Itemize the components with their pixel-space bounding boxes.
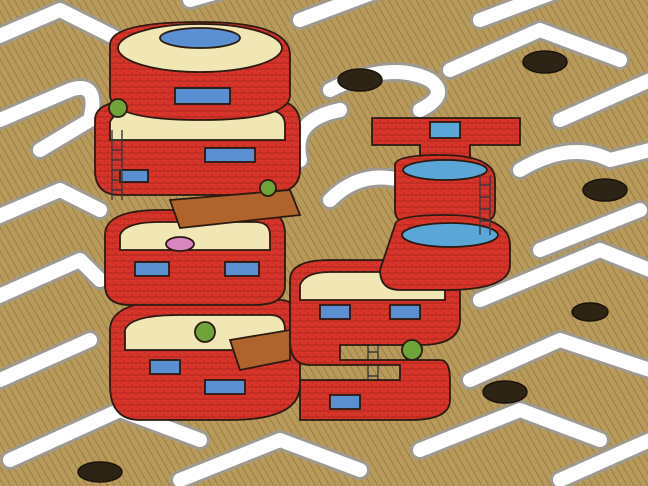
red-letter-tower [94, 21, 379, 421]
red-water-tower [371, 117, 521, 291]
floor-holes [77, 50, 628, 483]
